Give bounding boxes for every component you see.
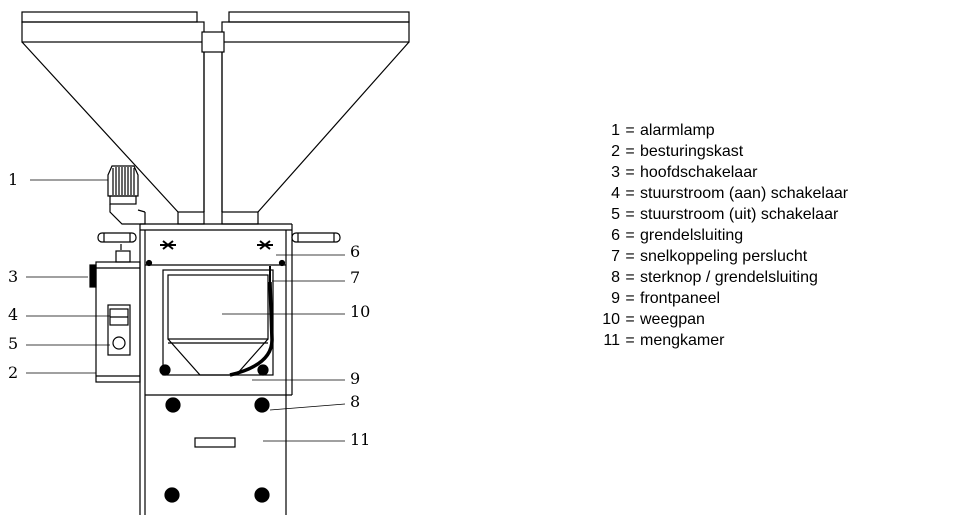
legend-separator: = [625, 122, 635, 139]
legend-separator: = [625, 143, 635, 160]
legend-item-label: sterknop / grendelsluiting [640, 269, 818, 286]
callout-4: 4 [8, 305, 18, 324]
legend-item-label: weegpan [640, 311, 705, 328]
legend-item-number: 9 [611, 290, 620, 307]
legend-item-label: mengkamer [640, 332, 725, 349]
parts-legend: 1 = alarmlamp 2 = besturingskast 3 = hoofdschake… [594, 120, 848, 351]
leader-lines [26, 179, 346, 442]
callout-1: 1 [8, 170, 18, 189]
callout-7: 7 [350, 268, 360, 287]
legend-item-number: 1 [611, 122, 620, 139]
legend-item-number: 10 [602, 311, 620, 328]
legend-item-number: 5 [611, 206, 620, 223]
legend-item: 5 = stuurstroom (uit) schakelaar [594, 204, 848, 225]
callout-11: 11 [350, 430, 370, 449]
legend-separator: = [625, 164, 635, 181]
mixing-chamber [194, 437, 236, 448]
legend-item-number: 11 [603, 332, 620, 349]
legend-separator: = [625, 185, 635, 202]
legend-item: 10 = weegpan [594, 309, 848, 330]
legend-item-label: snelkoppeling perslucht [640, 248, 808, 265]
callout-10: 10 [350, 302, 370, 321]
handle-left [97, 232, 137, 243]
legend-item-number: 7 [611, 248, 620, 265]
alarm-lamp-icon [107, 165, 146, 225]
callout-3: 3 [8, 267, 18, 286]
legend-item: 2 = besturingskast [594, 141, 848, 162]
legend-separator: = [625, 227, 635, 244]
legend-item-label: stuurstroom (uit) schakelaar [640, 206, 839, 223]
legend-item: 7 = snelkoppeling perslucht [594, 246, 848, 267]
legend-item-label: frontpaneel [640, 290, 721, 307]
legend-separator: = [625, 332, 635, 349]
body-frame [139, 224, 293, 515]
center-column [201, 31, 225, 212]
legend-item-label: hoofdschakelaar [640, 164, 758, 181]
legend-item-number: 6 [611, 227, 620, 244]
star-knob-icon [159, 364, 270, 503]
handle-right [291, 232, 341, 243]
callout-5: 5 [8, 334, 18, 353]
legend-item-label: stuurstroom (aan) schakelaar [640, 185, 849, 202]
latch-icon [145, 240, 286, 267]
hopper-right [221, 11, 410, 213]
legend-item: 3 = hoofdschakelaar [594, 162, 848, 183]
legend-separator: = [625, 290, 635, 307]
legend-item-number: 8 [611, 269, 620, 286]
legend-separator: = [625, 248, 635, 265]
legend-item-number: 2 [611, 143, 620, 160]
callout-6: 6 [350, 242, 360, 261]
legend-item-number: 4 [611, 185, 620, 202]
legend-item: 1 = alarmlamp [594, 120, 848, 141]
weigh-pan [162, 269, 274, 376]
callout-2: 2 [8, 363, 18, 382]
legend-item-label: alarmlamp [640, 122, 715, 139]
legend-item-number: 3 [611, 164, 620, 181]
legend-separator: = [625, 311, 635, 328]
frame-top [140, 223, 292, 231]
control-box [95, 244, 141, 383]
legend-item-label: besturingskast [640, 143, 744, 160]
air-hose [229, 266, 274, 377]
legend-item: 8 = sterknop / grendelsluiting [594, 267, 848, 288]
callout-9: 9 [350, 369, 360, 388]
legend-item: 4 = stuurstroom (aan) schakelaar [594, 183, 848, 204]
hopper-collars [177, 211, 259, 225]
legend-item: 6 = grendelsluiting [594, 225, 848, 246]
legend-item-label: grendelsluiting [640, 227, 744, 244]
callout-8: 8 [350, 392, 360, 411]
legend-separator: = [625, 269, 635, 286]
legend-item: 9 = frontpaneel [594, 288, 848, 309]
legend-item: 11 = mengkamer [594, 330, 848, 351]
control-switches [107, 304, 131, 356]
main-switch-icon [89, 264, 97, 288]
legend-separator: = [625, 206, 635, 223]
